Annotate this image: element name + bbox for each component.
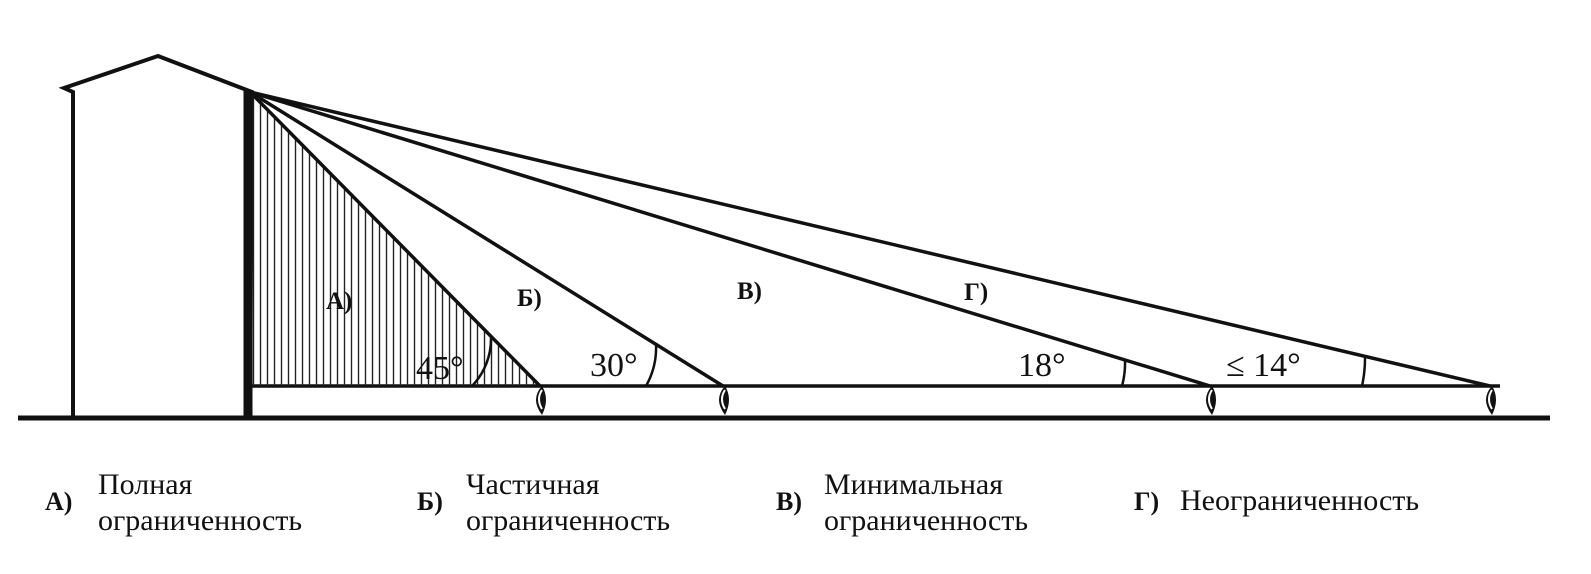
- eye-icon: [1486, 386, 1496, 415]
- angle-arc-18: [1120, 359, 1127, 387]
- zone-label-b: Б): [517, 285, 542, 312]
- legend-letter-v: В): [776, 487, 802, 516]
- angle-arc-14: [1360, 356, 1367, 387]
- angle-label-30: 30°: [590, 347, 638, 384]
- angle-label-14: ≤ 14°: [1226, 347, 1301, 384]
- sightline-18: [249, 90, 1211, 388]
- legend-text-v-line2: ограниченность: [824, 504, 1028, 537]
- legend: А) Полная ограниченность Б) Частичная ог…: [45, 468, 1419, 537]
- legend-text-v-line1: Минимальная: [824, 468, 1003, 501]
- zone-label-v: В): [737, 278, 762, 305]
- legend-letter-a: А): [45, 487, 72, 516]
- sightline-30: [249, 90, 724, 388]
- angle-arc-45: [471, 336, 493, 387]
- legend-letter-g: Г): [1134, 487, 1159, 516]
- legend-text-g-line1: Неограниченность: [1180, 484, 1419, 517]
- legend-text-b-line1: Частичная: [466, 468, 600, 501]
- building-icon: [58, 53, 255, 420]
- eye-icon: [536, 386, 546, 415]
- angle-arc-30: [644, 343, 658, 387]
- zone-label-a: А): [326, 288, 352, 315]
- zone-label-g: Г): [964, 279, 988, 306]
- eye-icon: [1206, 386, 1216, 415]
- eye-icon: [719, 386, 729, 415]
- legend-letter-b: Б): [417, 487, 443, 516]
- legend-text-a-line1: Полная: [98, 468, 193, 501]
- angle-label-18: 18°: [1018, 347, 1066, 384]
- sightline-14: [249, 90, 1491, 388]
- legend-text-b-line2: ограниченность: [466, 504, 670, 537]
- angle-label-45: 45°: [416, 350, 464, 387]
- legend-text-a-line2: ограниченность: [98, 504, 302, 537]
